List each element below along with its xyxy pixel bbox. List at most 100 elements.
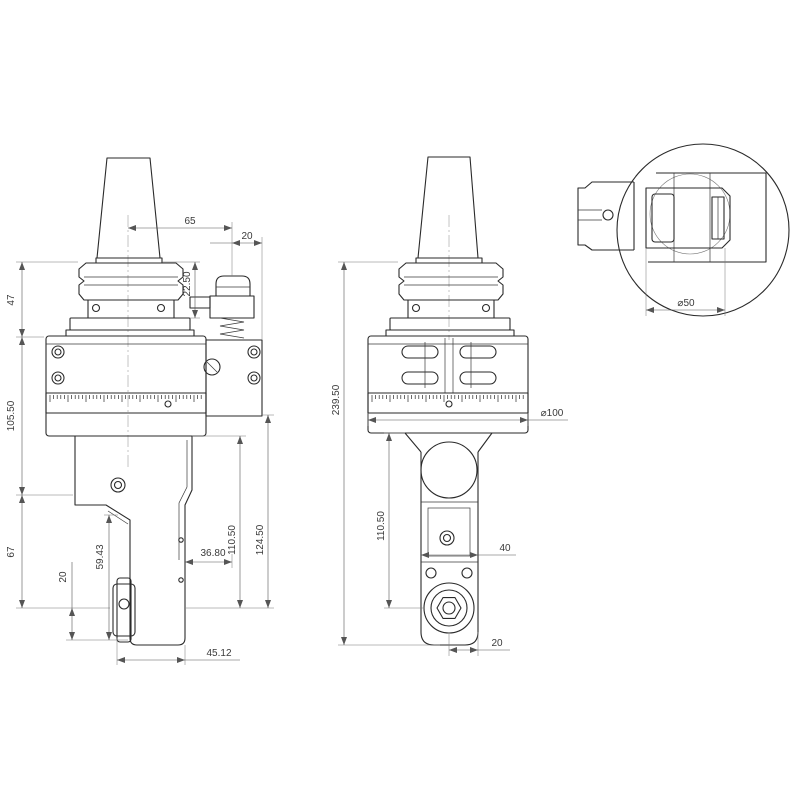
front-spindle-nut [423,582,475,634]
front-neck-hole-right [481,303,491,313]
dimension-20-left: 20 [58,562,128,641]
dimension-110-50-front-label: 110.50 [376,511,387,541]
front-neck [407,299,495,319]
side-taper-shank [96,157,161,259]
front-scale-ticks [371,395,524,402]
side-clamp-cap [215,275,251,297]
dimension-47: 47 [6,261,78,338]
side-ring [69,317,191,331]
front-angle-arm [420,452,479,646]
side-block-hole-lower [247,371,261,385]
dimension-65: 65 [128,216,233,276]
front-neck-hole-left [411,303,421,313]
side-arm-hole [110,477,126,493]
front-housing [367,335,529,434]
side-block-hole-upper-inner [250,348,258,356]
dimension-65-label: 65 [184,216,196,227]
side-block-hole-upper [247,345,261,359]
detail-arm-end [577,181,634,251]
side-angle-scale [45,392,207,414]
front-spindle-center [442,601,456,615]
front-arm-plate [427,507,471,557]
side-clamp-link [189,296,211,309]
side-angle-arm [74,436,193,646]
dimension-20-left-label: 20 [58,571,69,583]
detail-nut-face [651,193,675,243]
side-screw-hole-upper-inner [54,348,62,356]
side-ring-base [65,329,195,337]
front-scale-zero-marker [445,400,453,408]
dimension-59-43: 59.43 [95,514,118,640]
dimension-239-50: 239.50 [331,261,440,646]
dimension-45-12-label: 45.12 [206,648,231,659]
side-arm-inner-edge [178,440,188,560]
side-clamp-spring [219,317,245,339]
front-angle-scale [367,392,529,414]
side-housing [45,335,207,437]
dimension-diameter-100: ⌀100 [367,408,568,426]
side-scale-ticks [49,395,202,402]
front-arm-pin-right [461,567,473,579]
side-arm-pin-lower [178,577,184,583]
dimension-45-12: 45.12 [116,638,240,665]
side-spindle-nut-outer [112,583,136,637]
dimension-diameter-50-label: ⌀50 [677,298,695,309]
front-arm-pin-left [425,567,437,579]
side-clamp-screw-slot [206,361,218,373]
detail-slot-hole [602,209,614,221]
dimension-40-label: 40 [499,543,511,554]
dimension-67-label: 67 [6,546,17,558]
dimension-105-50-label: 105.50 [6,400,17,431]
front-ring-base [385,329,515,337]
dimension-40: 40 [421,543,516,558]
front-bevel-gear-housing [420,441,478,499]
side-screw-hole-upper [51,345,65,359]
dimension-diameter-100-label: ⌀100 [541,408,564,419]
side-screw-hole-lower-inner [54,374,62,382]
front-arm-transition [404,432,493,453]
dimension-20-front-label: 20 [491,638,503,649]
side-block-hole-lower-inner [250,374,258,382]
dimension-59-43-label: 59.43 [95,544,106,569]
dimension-22-50-label: 22.50 [182,271,193,296]
dimension-110-50-side-label: 110.50 [227,525,238,555]
dimension-20-top-label: 20 [241,231,253,242]
dimension-36-80: 36.80 [185,548,233,568]
side-neck-hole-left [91,303,101,313]
side-scale-zero-marker [164,400,172,408]
dimension-22-50: 22.50 [162,261,200,319]
side-stop-block [205,339,263,417]
front-spindle-nut-ring [430,589,468,627]
front-flange-assembly [385,257,515,337]
side-spindle-nut [116,577,132,643]
dimension-124-50-label: 124.50 [255,524,266,555]
front-slot-lower-right [459,371,497,385]
side-arm-inner-slant [107,510,129,525]
dimension-47-label: 47 [6,294,17,306]
side-screw-hole-lower [51,371,65,385]
front-arm-screw [439,530,455,546]
dimension-124-50: 124.50 [255,414,274,608]
dimension-110-50-side: 110.50 [186,435,274,609]
side-neck [87,299,175,319]
side-v-flange [78,262,184,301]
dimension-105-50: 105.50 [6,337,73,496]
front-taper-shank [417,156,479,259]
front-view: 239.50 ⌀100 110.50 40 20 [331,156,568,656]
side-arm-pin-upper [178,537,184,543]
front-slot-upper-right [459,345,497,359]
front-ring [389,317,511,331]
dimension-67: 67 [6,495,110,609]
front-slot-upper-left [401,345,439,359]
detail-view: ⌀50 [577,143,790,317]
dimension-110-50-front: 110.50 [376,432,423,609]
front-slot-lower-left [401,371,439,385]
dimension-20-top: 20 [210,231,263,340]
side-spindle-center [118,598,130,610]
dimension-diameter-50: ⌀50 [645,248,726,316]
dimension-239-50-label: 239.50 [331,384,342,415]
side-clamp-body [209,295,255,319]
side-arm-hole-inner [113,480,123,490]
dimension-36-80-label: 36.80 [200,548,225,559]
detail-magnifier-circle [616,143,790,317]
